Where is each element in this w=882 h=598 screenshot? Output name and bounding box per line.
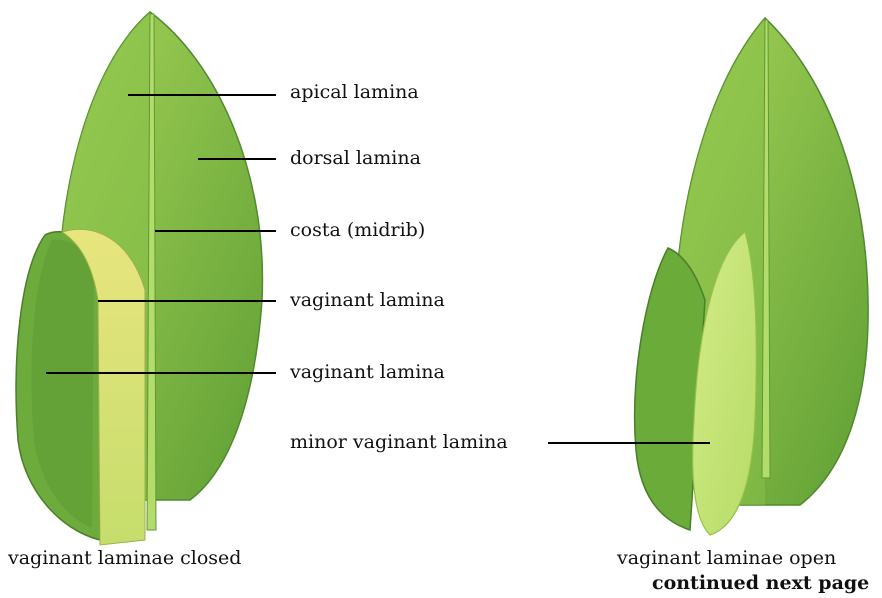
label-vaginant-lamina-1: vaginant lamina [290,291,445,310]
label-vaginant-lamina-2: vaginant lamina [290,363,445,382]
label-apical-lamina: apical lamina [290,83,419,102]
leaf-open [635,18,868,535]
label-costa: costa (midrib) [290,221,425,240]
continued-note: continued next page [652,574,869,593]
caption-closed: vaginant laminae closed [8,549,241,568]
caption-open: vaginant laminae open [617,549,836,568]
leaf-closed [16,12,262,545]
label-minor-vaginant-lamina: minor vaginant lamina [290,433,508,452]
label-dorsal-lamina: dorsal lamina [290,149,421,168]
